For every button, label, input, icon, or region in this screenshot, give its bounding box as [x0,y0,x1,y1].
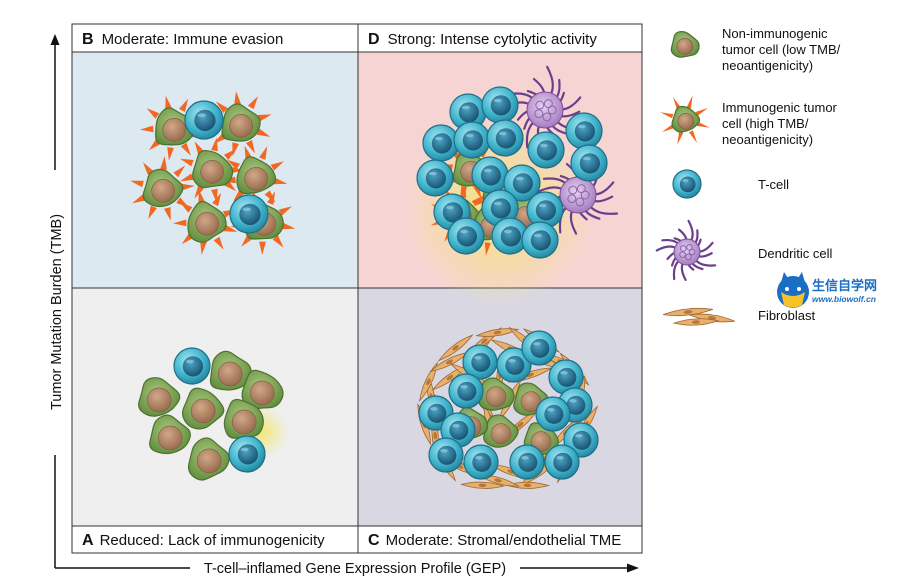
t-cell [491,217,529,255]
legend-label-non-immunogenic: Non-immunogenic tumor cell (low TMB/ neo… [722,26,844,73]
legend-label-t-cell: T-cell [758,177,789,192]
t-cell [228,435,266,473]
t-cell [526,191,564,229]
t-cell [565,112,603,150]
immunogenic-tumor-cell [236,156,277,195]
cluster-stromal-tme [417,326,599,489]
fibroblast [663,307,713,317]
non-immunogenic-tumor-cell [241,369,284,410]
wolf-logo-icon [777,272,809,308]
t-cell [503,164,541,202]
t-cell [453,121,491,159]
t-cell [481,86,519,124]
t-cell [428,437,464,473]
t-cell [527,131,565,169]
t-cell [521,221,559,259]
t-cell [422,124,460,162]
fibroblast [672,318,720,326]
t-cell [471,156,509,194]
non-immunogenic-tumor-cell [223,398,264,439]
immunogenic-tumor-cell [142,168,184,208]
svg-text:生信自学网: 生信自学网 [812,278,877,294]
t-cell [184,100,224,140]
t-cell [481,189,519,227]
non-immunogenic-tumor-cell [209,350,252,391]
dendritic-cell-icon [655,219,717,281]
y-axis-label: Tumor Mutation Burden (TMB) [49,214,65,410]
fibroblast [475,328,520,337]
non-immunogenic-tumor-cell-icon [670,31,700,58]
x-axis-label: T-cell–inflamed Gene Expression Profile … [204,561,506,577]
t-cell-icon [672,169,702,199]
neoantigen-spikes [173,189,238,255]
dendritic-cell [502,65,586,150]
fibroblast [437,334,474,362]
y-axis [50,34,639,573]
cluster-immune-evasion [130,91,296,255]
t-cell [535,396,571,432]
immunogenic-tumor-cell [187,200,227,243]
t-cell [521,330,557,366]
t-cell [548,359,584,395]
legend-label-immunogenic: Immunogenic tumor cell (high TMB/ neoant… [722,100,841,147]
legend-label-dendritic-cell: Dendritic cell [758,246,833,261]
t-cell [416,159,454,197]
non-immunogenic-tumor-cell [187,437,230,481]
svg-text:www.biowolf.cn: www.biowolf.cn [812,294,876,304]
non-immunogenic-tumor-cell [181,387,225,430]
immunogenic-tumor-cell [192,150,234,189]
immunogenic-tumor-cell-icon [671,105,701,133]
t-cell [463,444,499,480]
non-immunogenic-tumor-cell [138,377,181,417]
legend: Non-immunogenic tumor cell (low TMB/ neo… [655,26,844,326]
fibroblast [459,481,505,489]
t-cell [486,119,524,157]
tumor-cell [483,414,519,448]
t-cell [509,444,545,480]
t-cell [448,373,484,409]
t-cell [570,144,608,182]
fibroblast-icon [663,307,735,326]
legend-label-fibroblast: Fibroblast [758,308,815,323]
t-cell [496,347,532,383]
cluster-lack-of-immunogenicity [138,347,288,481]
non-immunogenic-tumor-cell [149,414,191,455]
immunogenic-tumor-cell [221,103,261,142]
t-cell [544,444,580,480]
immunogenic-tumor-cell [155,107,195,146]
tumor-cell [478,377,515,411]
t-cell [447,217,485,255]
watermark: 生信自学网 www.biowolf.cn [777,272,877,308]
t-cell [173,347,211,385]
cluster-cytolytic-activity [405,65,619,305]
fibroblast [418,361,438,403]
t-cell [229,194,269,234]
